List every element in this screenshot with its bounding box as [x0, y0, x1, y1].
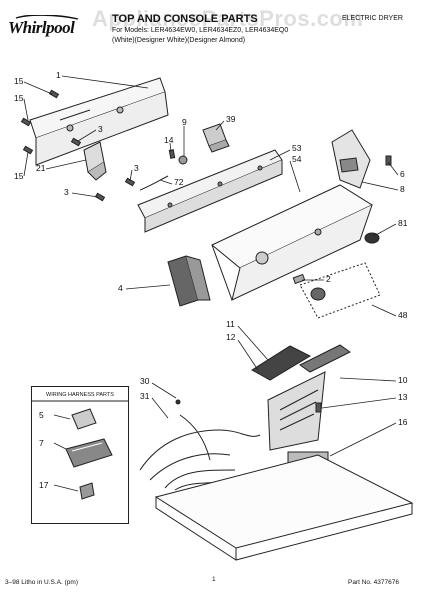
control-console	[211, 184, 374, 301]
model-colors: (White)(Designer White)(Designer Almond)	[112, 37, 246, 44]
connector-7-icon	[65, 438, 113, 468]
callout-81: 81	[398, 218, 408, 228]
callout-12: 12	[226, 332, 236, 342]
watermark: AppliancePartsPros.com	[92, 6, 364, 31]
lint-screen-cover	[251, 345, 312, 381]
callout-48: 48	[398, 310, 408, 320]
screw-15-c	[22, 145, 34, 155]
grommet-9	[178, 155, 188, 165]
screw-3-c	[124, 177, 136, 187]
wiring-harness-parts-title: WIRING HARNESS PARTS	[46, 392, 114, 398]
connector-5-icon	[71, 408, 97, 430]
callout-16: 16	[398, 417, 408, 427]
callout-2: 2	[326, 274, 331, 284]
callout-3-a: 3	[98, 124, 103, 134]
callout-1: 1	[56, 70, 61, 80]
screw-14	[168, 149, 176, 159]
callout-21: 21	[36, 163, 46, 173]
console-end-cap	[331, 129, 371, 189]
switch-21	[83, 141, 107, 181]
callout-14: 14	[164, 135, 174, 145]
callout-15-c: 15	[14, 171, 24, 181]
control-panel-plate	[29, 77, 169, 166]
logo-swirl-icon	[15, 14, 79, 20]
callout-13: 13	[398, 392, 408, 402]
dryer-top	[154, 454, 414, 561]
wiring-harness	[139, 399, 261, 491]
lint-screen-10	[267, 344, 351, 451]
terminal-block-39	[202, 123, 230, 153]
product-type: ELECTRIC DRYER	[342, 15, 403, 22]
clip-17-icon	[79, 482, 95, 500]
wire-72	[139, 175, 169, 191]
screw-15-a	[48, 89, 60, 99]
callout-30: 30	[140, 376, 150, 386]
screw-15-b	[20, 117, 32, 127]
callout-10: 10	[398, 375, 408, 385]
footer-part-number: Part No. 4377676	[348, 579, 399, 586]
callout-8: 8	[400, 184, 405, 194]
callout-11: 11	[226, 319, 235, 329]
callout-7: 7	[39, 438, 44, 448]
callout-17: 17	[39, 480, 49, 490]
callout-6: 6	[400, 169, 405, 179]
callout-39: 39	[226, 114, 236, 124]
callout-3-c: 3	[64, 187, 69, 197]
callout-9: 9	[182, 117, 187, 127]
screw-3-b	[94, 192, 106, 202]
callout-72: 72	[174, 177, 184, 187]
whirlpool-logo: Whirlpool	[8, 14, 94, 43]
brand-name: Whirlpool	[8, 18, 75, 37]
footer-page-number: 1	[212, 576, 216, 583]
wiring-harness-parts-box: WIRING HARNESS PARTS	[31, 386, 129, 524]
end-bracket-4	[167, 255, 211, 307]
screw-6	[385, 155, 392, 166]
callout-5: 5	[39, 410, 44, 420]
knob-2	[292, 273, 326, 301]
screw-13	[315, 402, 322, 413]
callout-15-b: 15	[14, 93, 24, 103]
wiring-harness-parts-art	[32, 400, 128, 500]
callout-4: 4	[118, 283, 123, 293]
page-title: TOP AND CONSOLE PARTS	[112, 13, 258, 25]
model-numbers: For Models: LER4634EW0, LER4634EZ0, LER4…	[112, 27, 289, 34]
callout-3-b: 3	[134, 163, 139, 173]
screw-3-a	[70, 137, 82, 147]
callout-54: 54	[292, 154, 302, 164]
footer-litho: 3–98 Litho in U.S.A. (pm)	[5, 579, 78, 586]
console-rail	[137, 149, 283, 233]
panel-48	[299, 262, 381, 319]
callout-53: 53	[292, 143, 302, 153]
callout-15-a: 15	[14, 76, 24, 86]
callout-31: 31	[140, 391, 150, 401]
